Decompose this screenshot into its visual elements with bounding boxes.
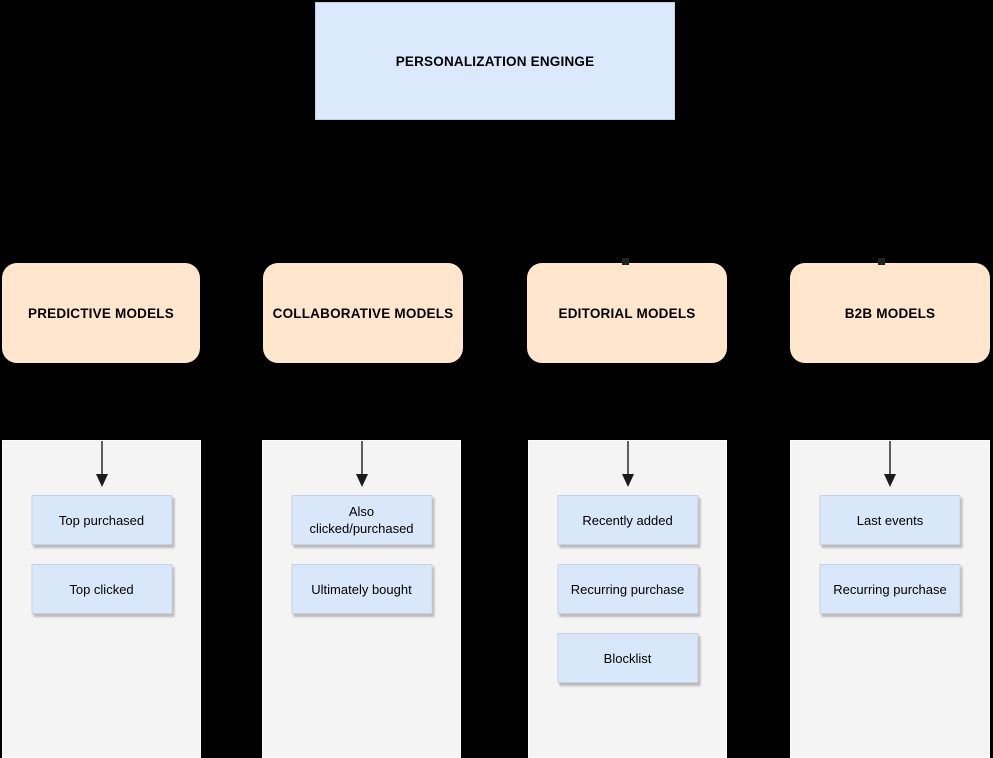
model-item-label: Top clicked — [69, 581, 134, 597]
personalization-engine-label: PERSONALIZATION ENGINGE — [395, 53, 595, 69]
personalization-engine-node: PERSONALIZATION ENGINGE — [315, 2, 675, 120]
connector-stub — [622, 258, 629, 265]
connector-stub — [878, 258, 885, 265]
model-item: Recently added — [557, 495, 698, 545]
down-arrow-connector — [621, 441, 634, 487]
category-label: COLLABORATIVE MODELS — [272, 305, 454, 321]
category-label: PREDICTIVE MODELS — [28, 305, 174, 321]
arrow-head-icon — [884, 474, 896, 487]
category-label: EDITORIAL MODELS — [558, 305, 696, 321]
model-item: Blocklist — [557, 633, 698, 683]
category-node-b2b-models: B2B MODELS — [790, 263, 990, 363]
group-panel-predictive: Top purchased Top clicked — [2, 440, 201, 758]
model-item: Recurring purchase — [819, 564, 961, 614]
category-node-editorial-models: EDITORIAL MODELS — [527, 263, 727, 363]
group-panel-collaborative: Also clicked/purchased Ultimately bought — [262, 440, 461, 758]
model-item-label: Also clicked/purchased — [309, 504, 414, 536]
model-item-label: Last events — [856, 512, 924, 528]
arrow-head-icon — [95, 474, 108, 487]
group-panel-b2b: Last events Recurring purchase — [790, 440, 990, 758]
model-item: Also clicked/purchased — [291, 495, 432, 545]
arrow-shaft — [626, 441, 629, 474]
category-node-collaborative-models: COLLABORATIVE MODELS — [263, 263, 463, 363]
model-item: Top clicked — [31, 564, 172, 614]
category-label: B2B MODELS — [844, 305, 936, 321]
model-item-label: Recently added — [582, 512, 673, 528]
model-item: Top purchased — [31, 495, 172, 545]
category-node-predictive-models: PREDICTIVE MODELS — [2, 263, 200, 363]
arrow-shaft — [100, 441, 103, 474]
model-item-label: Blocklist — [603, 650, 652, 666]
arrow-shaft — [889, 441, 891, 474]
model-item-label: Recurring purchase — [570, 581, 685, 597]
model-item: Last events — [819, 495, 961, 545]
arrow-head-icon — [621, 474, 634, 487]
arrow-shaft — [360, 441, 363, 474]
model-item: Recurring purchase — [557, 564, 698, 614]
model-item: Ultimately bought — [291, 564, 432, 614]
model-item-label: Recurring purchase — [833, 581, 947, 597]
model-item-label: Top purchased — [58, 512, 145, 528]
down-arrow-connector — [355, 441, 368, 487]
model-item-label: Ultimately bought — [311, 581, 412, 597]
group-panel-editorial: Recently added Recurring purchase Blockl… — [528, 440, 727, 758]
down-arrow-connector — [95, 441, 108, 487]
arrow-head-icon — [355, 474, 368, 487]
down-arrow-connector — [884, 441, 896, 487]
